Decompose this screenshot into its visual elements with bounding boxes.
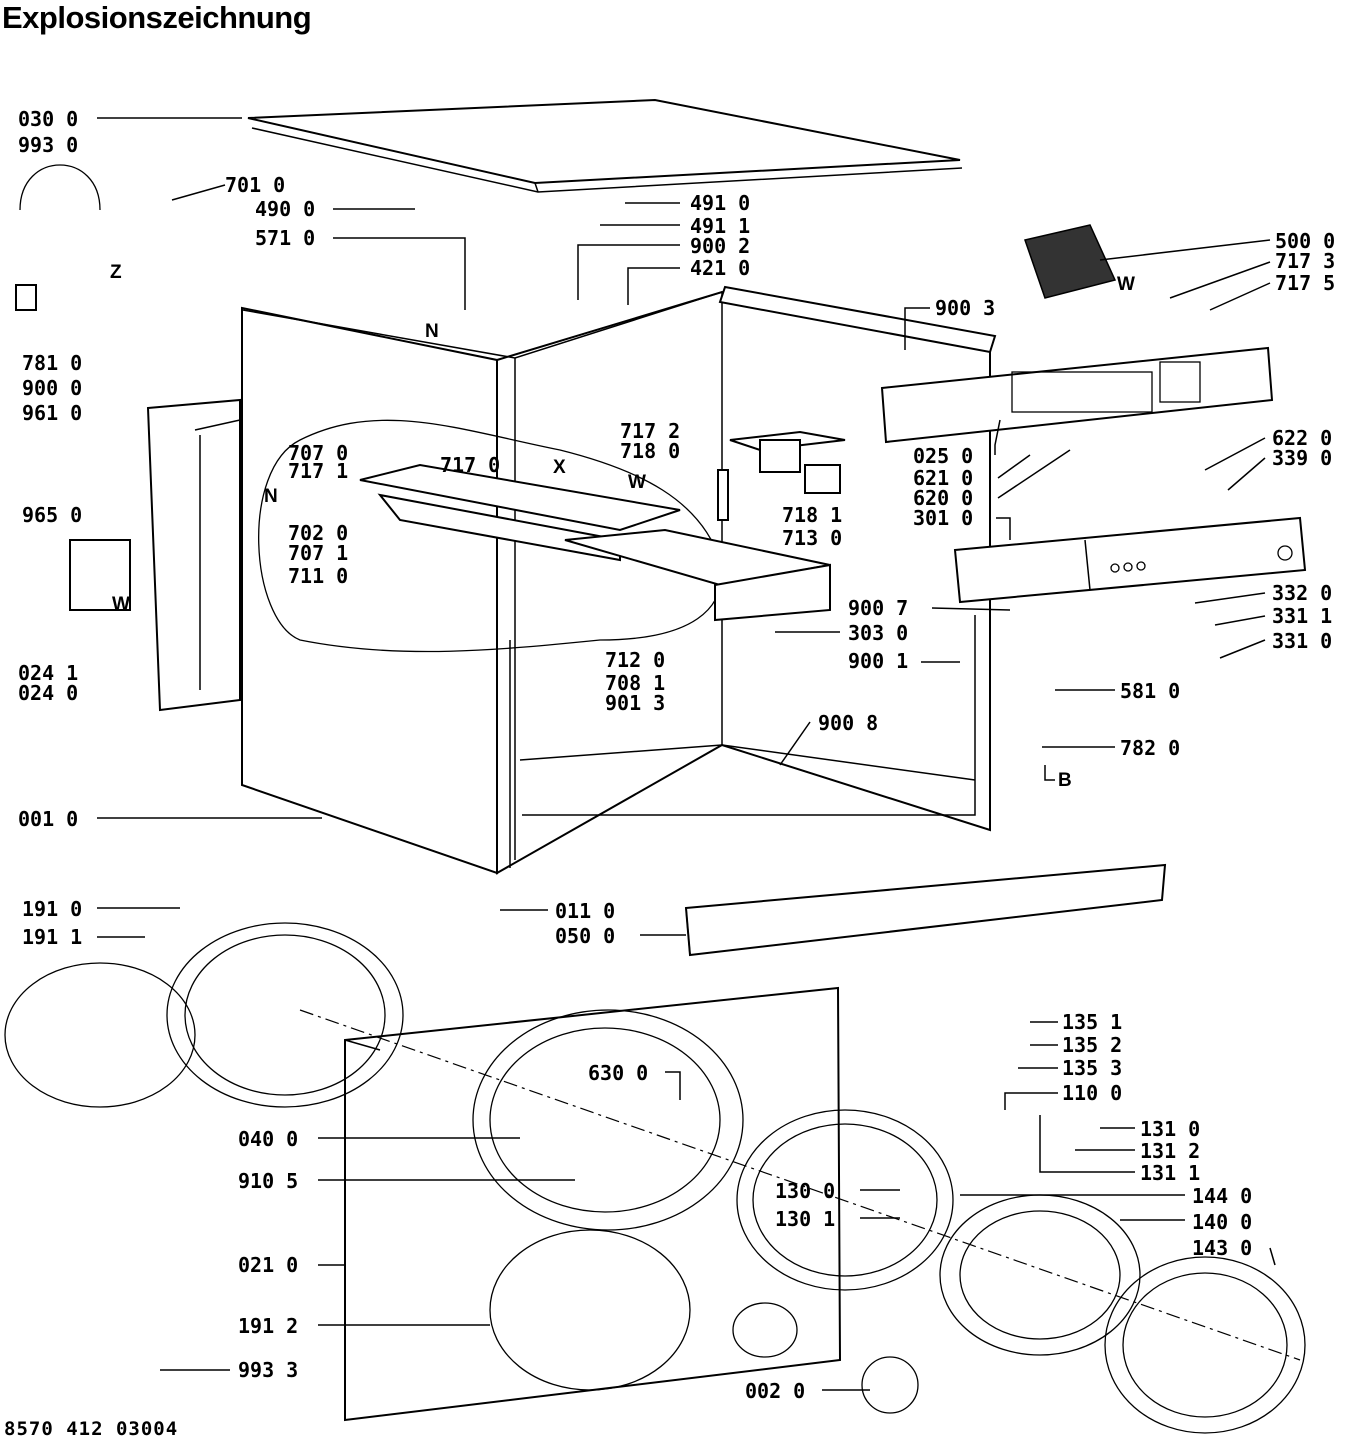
cabinet	[241, 285, 997, 875]
label-717-0: 717 0	[440, 453, 500, 477]
label-143-0: 143 0	[1192, 1236, 1252, 1260]
label-910-5: 910 5	[238, 1169, 298, 1193]
label-140-0: 140 0	[1192, 1210, 1252, 1234]
part-labels: 030 0 993 0 701 0 490 0 571 0 491 0 491 …	[18, 107, 1335, 1403]
label-717-2: 717 2	[620, 419, 680, 443]
marker-z: Z	[110, 262, 122, 283]
label-110-0: 110 0	[1062, 1081, 1122, 1105]
plinth	[684, 863, 1167, 957]
marker-n-mid: N	[264, 486, 278, 507]
label-131-2: 131 2	[1140, 1139, 1200, 1163]
label-708-1: 708 1	[605, 671, 665, 695]
label-713-0: 713 0	[782, 526, 842, 550]
label-021-0: 021 0	[238, 1253, 298, 1277]
label-301-0: 301 0	[913, 506, 973, 530]
marker-w-top: W	[1117, 274, 1135, 295]
label-303-0: 303 0	[848, 621, 908, 645]
label-024-0: 024 0	[18, 681, 78, 705]
door-gaskets	[4, 922, 1306, 1434]
control-panel	[880, 224, 1307, 604]
label-961-0: 961 0	[22, 401, 82, 425]
label-339-0: 339 0	[1272, 446, 1332, 470]
label-144-0: 144 0	[1192, 1184, 1252, 1208]
label-030-0: 030 0	[18, 107, 78, 131]
label-900-1: 900 1	[848, 649, 908, 673]
label-050-0: 050 0	[555, 924, 615, 948]
document-number: 8570 412 03004	[4, 1418, 179, 1440]
marker-n-top: N	[425, 321, 439, 342]
label-011-0: 011 0	[555, 899, 615, 923]
label-421-0: 421 0	[690, 256, 750, 280]
label-025-0: 025 0	[913, 444, 973, 468]
label-900-2: 900 2	[690, 234, 750, 258]
diagram-title: Explosionszeichnung	[2, 0, 312, 35]
label-711-0: 711 0	[288, 564, 348, 588]
label-900-7: 900 7	[848, 596, 908, 620]
label-718-0: 718 0	[620, 439, 680, 463]
dispenser-housing	[258, 419, 846, 653]
label-620-0: 620 0	[913, 486, 973, 510]
label-781-0: 781 0	[22, 351, 82, 375]
label-331-1: 331 1	[1272, 604, 1332, 628]
label-191-1: 191 1	[22, 925, 82, 949]
label-993-0: 993 0	[18, 133, 78, 157]
label-707-0: 707 0	[288, 441, 348, 465]
label-900-0: 900 0	[22, 376, 82, 400]
label-024-1: 024 1	[18, 661, 78, 685]
label-718-1: 718 1	[782, 503, 842, 527]
marker-w-mid: W	[628, 472, 646, 493]
label-900-8: 900 8	[818, 711, 878, 735]
label-135-1: 135 1	[1062, 1010, 1122, 1034]
label-712-0: 712 0	[605, 648, 665, 672]
label-621-0: 621 0	[913, 466, 973, 490]
label-702-0: 702 0	[288, 521, 348, 545]
label-993-3: 993 3	[238, 1358, 298, 1382]
label-717-3: 717 3	[1275, 249, 1335, 273]
top-cover	[247, 98, 963, 193]
label-717-1: 717 1	[288, 459, 348, 483]
label-707-1: 707 1	[288, 541, 348, 565]
label-965-0: 965 0	[22, 503, 82, 527]
label-135-2: 135 2	[1062, 1033, 1122, 1057]
label-491-0: 491 0	[690, 191, 750, 215]
label-701-0: 701 0	[225, 173, 285, 197]
label-040-0: 040 0	[238, 1127, 298, 1151]
label-622-0: 622 0	[1272, 426, 1332, 450]
label-135-3: 135 3	[1062, 1056, 1122, 1080]
label-491-1: 491 1	[690, 214, 750, 238]
label-500-0: 500 0	[1275, 229, 1335, 253]
side-panel	[15, 164, 241, 712]
label-130-1: 130 1	[775, 1207, 835, 1231]
label-131-1: 131 1	[1140, 1161, 1200, 1185]
marker-letters: Z W N X W N W B	[110, 262, 1135, 791]
label-717-5: 717 5	[1275, 271, 1335, 295]
label-331-0: 331 0	[1272, 629, 1332, 653]
label-630-0: 630 0	[588, 1061, 648, 1085]
marker-w-valve: W	[112, 594, 130, 615]
label-332-0: 332 0	[1272, 581, 1332, 605]
label-581-0: 581 0	[1120, 679, 1180, 703]
leader-lines	[97, 117, 1276, 1391]
label-001-0: 001 0	[18, 807, 78, 831]
label-900-3: 900 3	[935, 296, 995, 320]
label-131-0: 131 0	[1140, 1117, 1200, 1141]
marker-b: B	[1058, 770, 1072, 791]
marker-x: X	[553, 457, 566, 478]
label-130-0: 130 0	[775, 1179, 835, 1203]
label-191-0: 191 0	[22, 897, 82, 921]
front-panel	[299, 986, 1301, 1422]
label-490-0: 490 0	[255, 197, 315, 221]
label-782-0: 782 0	[1120, 736, 1180, 760]
label-002-0: 002 0	[745, 1379, 805, 1403]
label-571-0: 571 0	[255, 226, 315, 250]
label-901-3: 901 3	[605, 691, 665, 715]
label-191-2: 191 2	[238, 1314, 298, 1338]
